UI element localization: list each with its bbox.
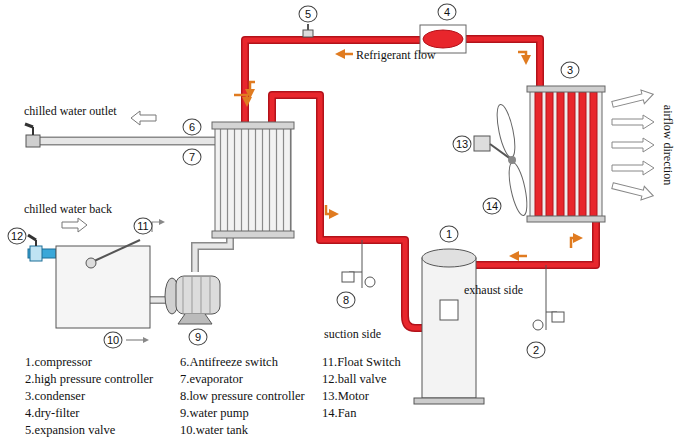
- condenser-tube: [568, 92, 575, 216]
- pointer-arrow: [126, 339, 146, 340]
- callout-number: 11: [134, 218, 153, 235]
- annotation-text: chilled water outlet: [24, 104, 117, 118]
- expansion-valve: [303, 24, 313, 37]
- callout-number: 8: [337, 292, 356, 309]
- key-item: 8.low pressure controller: [180, 389, 305, 404]
- callout-number: 13: [453, 136, 472, 153]
- annotation-text: Refrigerant flow: [356, 48, 436, 62]
- ball-valve: [28, 235, 56, 261]
- key-item: 14.Fan: [322, 406, 356, 421]
- condenser-tube: [535, 92, 542, 216]
- key-item: 9.water pump: [180, 406, 249, 421]
- callout-number: 10: [104, 332, 123, 349]
- key-item: 12.ball valve: [322, 372, 387, 387]
- callout-number: 2: [527, 342, 546, 359]
- callout-number: 3: [561, 62, 580, 79]
- condenser-tube: [557, 92, 564, 216]
- outlet-valve: [25, 124, 40, 147]
- key-item: 2.high pressure controller: [25, 372, 153, 387]
- callout-number: 6: [183, 119, 202, 136]
- key-item: 10.water tank: [180, 423, 248, 438]
- key-item: 4.dry-filter: [25, 406, 80, 421]
- water-tank: [56, 222, 162, 328]
- fan: [474, 103, 530, 217]
- callout-number: 9: [189, 329, 208, 346]
- key-item: 5.expansion valve: [25, 423, 115, 438]
- callout-number: 14: [483, 198, 502, 215]
- compressor: [414, 249, 484, 404]
- pressure-controller: [342, 240, 564, 330]
- annotation-text: exhaust side: [464, 283, 523, 297]
- key-item: 11.Float Switch: [322, 355, 401, 370]
- callout-number: 4: [438, 4, 457, 21]
- condenser: [527, 86, 605, 222]
- callout-number: 1: [440, 226, 459, 243]
- refrigerant-flow-arrow: [234, 52, 578, 256]
- condenser-tube: [546, 92, 553, 216]
- annotation-text: airflow direction: [661, 105, 675, 185]
- condenser-tube: [579, 92, 586, 216]
- key-item: 3.condenser: [25, 389, 85, 404]
- annotation-text: suction side: [324, 327, 381, 341]
- annotation-text: chilled water back: [24, 202, 112, 216]
- water-pump: [165, 276, 220, 324]
- callout-number: 7: [183, 149, 202, 166]
- key-item: 13.Motor: [322, 389, 369, 404]
- callout-number: 12: [8, 228, 27, 245]
- key-item: 7.evaporator: [180, 372, 243, 387]
- key-item: 6.Antifreeze switch: [180, 355, 278, 370]
- evaporator: [212, 122, 294, 238]
- key-item: 1.compressor: [25, 355, 92, 370]
- callout-number: 5: [299, 6, 318, 23]
- condenser-tube: [590, 92, 597, 216]
- airflow-arrow: [611, 87, 655, 202]
- flow-arrow: [62, 218, 87, 232]
- flow-arrow: [131, 111, 156, 125]
